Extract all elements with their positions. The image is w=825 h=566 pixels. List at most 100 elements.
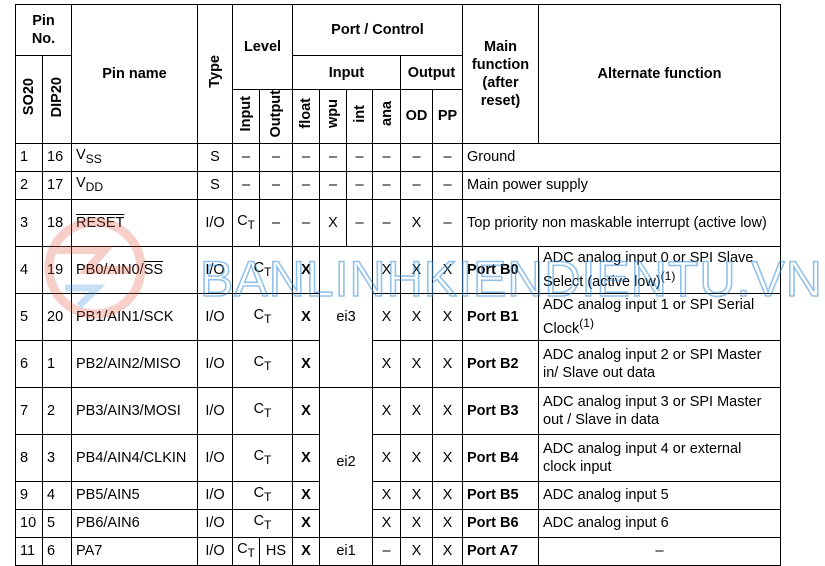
so20-cell: 3	[15, 198, 43, 247]
float-cell: X	[292, 339, 320, 388]
main-function-cell: Port B6	[462, 508, 539, 538]
header-wpu: wpu	[319, 89, 347, 144]
dip20-cell: 4	[42, 480, 72, 510]
od-cell: X	[400, 386, 433, 435]
main-function-cell: Port B5	[462, 480, 539, 510]
pp-cell: X	[432, 245, 463, 294]
od-cell: X	[400, 339, 433, 388]
header-main-function: Main function (after reset)	[462, 4, 539, 144]
header-int: int	[346, 89, 373, 144]
table-row: 1 16 VSS S – – – – – – – – Ground	[15, 142, 781, 172]
header-float: float	[292, 89, 320, 144]
main-function-cell: Port B2	[462, 339, 539, 388]
header-so20: SO20	[15, 55, 43, 144]
so20-cell: 4	[15, 245, 43, 294]
dip20-cell: 20	[42, 292, 72, 341]
main-function-cell: Main power supply	[462, 170, 781, 200]
pp-cell: X	[432, 508, 463, 538]
level-input-cell: CT	[232, 536, 260, 566]
type-cell: I/O	[197, 480, 233, 510]
table-row: 7 2 PB3/AIN3/MOSI I/O CT X ei2 X X X Por…	[15, 386, 781, 538]
header-level: Level	[232, 4, 293, 90]
so20-cell: 8	[15, 433, 43, 482]
level-output-cell: –	[259, 198, 293, 247]
table-row: 9 4 PB5/AIN5 I/O CT X X X X Port B5 ADC …	[15, 480, 781, 510]
ana-cell: X	[372, 386, 401, 435]
so20-cell: 7	[15, 386, 43, 435]
pin-name-cell: PB1/AIN1/SCK	[71, 292, 198, 341]
alternate-function-cell: ADC analog input 6	[538, 508, 781, 538]
pin-name-cell: VSS	[71, 142, 198, 172]
type-cell: I/O	[197, 536, 233, 566]
float-cell: X	[292, 508, 320, 538]
ana-cell: X	[372, 433, 401, 482]
ana-cell: –	[372, 170, 401, 200]
pp-cell: –	[432, 170, 463, 200]
table-row: 10 5 PB6/AIN6 I/O CT X X X X Port B6 ADC…	[15, 508, 781, 538]
header-alternate-function: Alternate function	[538, 4, 781, 144]
so20-cell: 11	[15, 536, 43, 566]
interrupt-ei2-cell: ei2	[319, 386, 373, 538]
header-dip20: DIP20	[42, 55, 72, 144]
type-cell: I/O	[197, 292, 233, 341]
pp-cell: X	[432, 480, 463, 510]
wpu-cell: –	[319, 142, 347, 172]
od-cell: X	[400, 245, 433, 294]
so20-cell: 2	[15, 170, 43, 200]
table-row: 4 19 PB0/AIN0/SS I/O CT X ei3 X X X Port…	[15, 245, 781, 388]
od-cell: X	[400, 433, 433, 482]
dip20-cell: 3	[42, 433, 72, 482]
float-cell: X	[292, 386, 320, 435]
type-cell: S	[197, 170, 233, 200]
od-cell: X	[400, 480, 433, 510]
so20-cell: 1	[15, 142, 43, 172]
pp-cell: X	[432, 386, 463, 435]
float-cell: –	[292, 142, 320, 172]
header-pin-name: Pin name	[71, 4, 198, 144]
level-cell: CT	[232, 245, 293, 294]
od-cell: –	[400, 142, 433, 172]
alternate-function-cell: ADC analog input 4 or external clock inp…	[538, 433, 781, 482]
int-cell: –	[346, 198, 373, 247]
float-cell: X	[292, 245, 320, 294]
pin-name-cell: PB2/AIN2/MISO	[71, 339, 198, 388]
alternate-function-cell: ADC analog input 0 or SPI Slave Select (…	[538, 245, 781, 294]
main-function-cell: Ground	[462, 142, 781, 172]
pp-cell: X	[432, 292, 463, 341]
header-type: Type	[197, 4, 233, 144]
type-cell: I/O	[197, 339, 233, 388]
dip20-cell: 6	[42, 536, 72, 566]
pin-description-table: Pin No. Pin name Type Level Port / Contr…	[15, 4, 781, 566]
table-row: 3 18 RESET I/O CT – – X – – X – Top prio…	[15, 198, 781, 247]
header-pin-no: Pin No.	[15, 4, 72, 56]
ana-cell: X	[372, 480, 401, 510]
pin-name-cell: PB3/AIN3/MOSI	[71, 386, 198, 435]
type-cell: I/O	[197, 433, 233, 482]
pp-cell: –	[432, 198, 463, 247]
header-input: Input	[292, 55, 401, 90]
header-pp: PP	[432, 89, 463, 144]
pin-name-cell: RESET	[71, 198, 198, 247]
ana-cell: –	[372, 198, 401, 247]
so20-cell: 9	[15, 480, 43, 510]
alternate-function-cell: –	[538, 536, 781, 566]
ana-cell: X	[372, 508, 401, 538]
pp-cell: X	[432, 339, 463, 388]
pin-name-cell: PB5/AIN5	[71, 480, 198, 510]
level-cell: CT	[232, 339, 293, 388]
float-cell: –	[292, 198, 320, 247]
interrupt-ei1-cell: ei1	[319, 536, 373, 566]
type-cell: I/O	[197, 245, 233, 294]
od-cell: X	[400, 508, 433, 538]
dip20-cell: 1	[42, 339, 72, 388]
ana-cell: –	[372, 536, 401, 566]
header-od: OD	[400, 89, 433, 144]
dip20-cell: 5	[42, 508, 72, 538]
od-cell: X	[400, 198, 433, 247]
level-input-cell: –	[232, 170, 260, 200]
float-cell: –	[292, 170, 320, 200]
float-cell: X	[292, 292, 320, 341]
table-row: 2 17 VDD S – – – – – – – – Main power su…	[15, 170, 781, 200]
alternate-function-cell: ADC analog input 3 or SPI Master out / S…	[538, 386, 781, 435]
level-cell: CT	[232, 433, 293, 482]
